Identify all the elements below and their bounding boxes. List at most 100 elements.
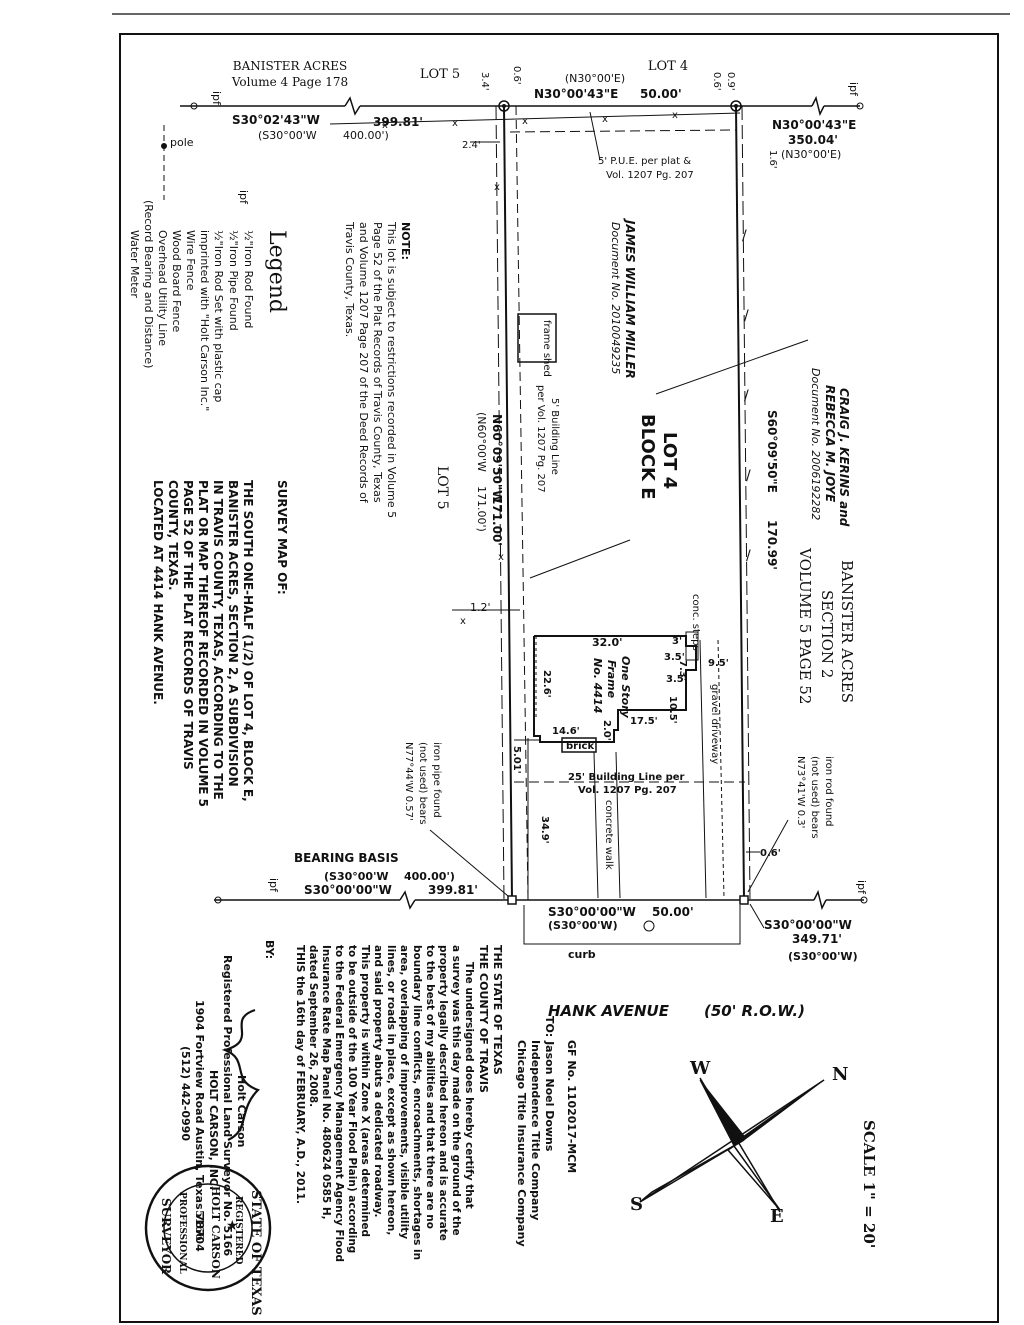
iron-rod-set-marker xyxy=(739,895,749,905)
svg-text:(not used) bears: (not used) bears xyxy=(809,756,820,839)
svg-text:COUNTY, TEXAS.: COUNTY, TEXAS. xyxy=(166,480,180,591)
certificate-block: GF No. 1102017-MCM TO: Jason Noel Downs … xyxy=(179,940,578,1262)
lot-east-line xyxy=(735,105,745,901)
bldg-line-side-2: per Vol. 1207 Pg. 207 xyxy=(535,385,546,493)
brick-label: brick xyxy=(566,741,594,752)
break-symbol xyxy=(811,95,825,117)
svg-text:TO: Jason Noel Downs: TO: Jason Noel Downs xyxy=(543,1016,556,1152)
svg-text:iron rod found: iron rod found xyxy=(823,756,834,827)
dim-1-6: 1.6' xyxy=(767,150,778,169)
svg-text:/: / xyxy=(744,388,749,404)
svg-text:dated September 26, 2008.: dated September 26, 2008. xyxy=(307,945,319,1107)
east-owner: CRAIG J. KERINS and xyxy=(837,388,851,527)
svg-text:10.5': 10.5' xyxy=(667,696,678,724)
svg-text:x: x xyxy=(522,116,528,127)
svg-text:Independence Title Company: Independence Title Company xyxy=(529,1040,542,1220)
scale-label: SCALE 1" = 20' xyxy=(860,1120,878,1248)
east-owner-2: REBECCA M. JOYE xyxy=(823,385,837,503)
svg-text:x: x xyxy=(494,182,500,193)
svg-text:34.9': 34.9' xyxy=(539,816,550,844)
svg-text:x: x xyxy=(672,110,678,121)
svg-text:/: / xyxy=(744,308,749,324)
bldg-line-side-1: 5' Building Line xyxy=(549,398,560,475)
house-label: One Story xyxy=(619,656,632,719)
svg-text:0.6': 0.6' xyxy=(760,848,781,859)
svg-text:This lot is subject to restric: This lot is subject to restrictions reco… xyxy=(385,221,398,518)
pue-line xyxy=(509,129,737,133)
svg-text:REGISTERED: REGISTERED xyxy=(233,1196,243,1265)
svg-text:(S30°00'W: (S30°00'W xyxy=(324,870,389,883)
legend-ipf: ipf xyxy=(237,190,250,205)
right-dist: 350.04' xyxy=(788,133,838,147)
curb-line xyxy=(523,905,741,945)
street-row: (50' R.O.W.) xyxy=(704,1002,805,1020)
svg-text:iron pipe found: iron pipe found xyxy=(431,742,442,818)
legend-item: Overhead Utility Line xyxy=(156,230,169,346)
svg-text:x: x xyxy=(452,118,458,129)
svg-text:N73°41'W 0.3': N73°41'W 0.3' xyxy=(795,756,806,828)
svg-text:x: x xyxy=(460,616,466,627)
front-bearing: S30°00'00"W xyxy=(548,905,636,919)
street-name: HANK AVENUE xyxy=(548,1002,670,1020)
west-dist: 171.00' xyxy=(490,496,504,546)
legend-title: Legend xyxy=(264,230,289,313)
svg-text:Registered Professional Land S: Registered Professional Land Surveyor No… xyxy=(221,955,234,1256)
house-outline xyxy=(533,635,697,743)
frame-shed-label: frame shed xyxy=(541,320,552,377)
subdivision-block: BANISTER ACRES SECTION 2 VOLUME 5 PAGE 5… xyxy=(796,547,856,704)
gravel-driveway-label: gravel driveway xyxy=(709,684,720,764)
svg-text:property legally described her: property legally described hereon and is… xyxy=(437,945,449,1241)
owner-labels: JAMES WILLIAM MILLER Document No. 201004… xyxy=(609,218,851,527)
iron-rod-set-marker xyxy=(507,895,517,905)
svg-text:STATE OF TEXAS: STATE OF TEXAS xyxy=(248,1190,263,1316)
west-record: (N60°00'W xyxy=(475,412,488,472)
svg-text:ipf: ipf xyxy=(855,880,868,895)
svg-text:1904 Fortview Road Austin, Tex: 1904 Fortview Road Austin, Texas 78704 xyxy=(193,1000,206,1252)
svg-text:/: / xyxy=(746,468,751,484)
wire-fence-top xyxy=(329,112,741,125)
svg-text:x: x xyxy=(498,552,504,563)
legend-block: Legend ½"Iron Rod Found ½"Iron Pipe Foun… xyxy=(128,136,289,411)
survey-map-description: SURVEY MAP OF: THE SOUTH ONE-HALF (1/2) … xyxy=(151,480,289,807)
svg-text:SURVEY MAP OF:: SURVEY MAP OF: xyxy=(275,480,289,595)
lot4-top-label: LOT 4 xyxy=(648,59,688,74)
lot-label: LOT 4 xyxy=(659,432,680,489)
svg-text:HOLT CARSON, INC.: HOLT CARSON, INC. xyxy=(207,1070,220,1190)
svg-text:3.5': 3.5' xyxy=(666,674,687,685)
legend-pole: pole xyxy=(170,136,194,149)
svg-text:x: x xyxy=(382,120,388,131)
svg-text:400.00'): 400.00') xyxy=(404,870,455,883)
lot-labels: LOT 4 BLOCK E LOT 5 5' Building Line per… xyxy=(434,385,779,614)
concrete-walk xyxy=(593,751,599,899)
frame-shed xyxy=(517,313,557,363)
svg-text:(S30°00'W): (S30°00'W) xyxy=(788,950,858,963)
signature xyxy=(221,1008,261,1142)
lot5-top-label: LOT 5 xyxy=(420,67,460,82)
svg-text:boundary line conflicts, encro: boundary line conflicts, encroachments, … xyxy=(411,945,423,1260)
svg-text:THIS the 16th day of FEBRUARY,: THIS the 16th day of FEBRUARY, A.D., 201… xyxy=(294,945,306,1204)
front-dist: 50.00' xyxy=(652,905,694,919)
svg-text:Frame: Frame xyxy=(605,660,618,699)
svg-text:14.6': 14.6' xyxy=(552,726,580,737)
svg-text:to be outside of the 100 Year: to be outside of the 100 Year Flood Plai… xyxy=(346,945,358,1253)
svg-text:to the best of my abilities an: to the best of my abilities and that the… xyxy=(424,945,436,1229)
svg-text:22.6': 22.6' xyxy=(541,670,552,698)
svg-text:LOCATED AT 4414 HANK AVENUE.: LOCATED AT 4414 HANK AVENUE. xyxy=(151,480,165,705)
subdivision-volume: Volume 4 Page 178 xyxy=(231,75,348,89)
svg-text:SECTION 2: SECTION 2 xyxy=(818,590,836,678)
svg-text:The undersigned does hereby ce: The undersigned does hereby certify that xyxy=(463,962,475,1209)
svg-text:25' Building Line per: 25' Building Line per xyxy=(568,772,685,783)
svg-text:Page 52 of the Plat Records of: Page 52 of the Plat Records of Travis Co… xyxy=(371,222,384,503)
west-bearing: N60°09'50"W xyxy=(490,414,504,503)
legend-item: (Record Bearing and Distance) xyxy=(142,200,155,368)
svg-text:★: ★ xyxy=(226,1218,239,1234)
legend-item: Wood Board Fence xyxy=(170,230,183,333)
svg-text:BANISTER ACRES, SECTION 2, A S: BANISTER ACRES, SECTION 2, A SUBDIVISION xyxy=(226,480,240,787)
fence-marks-side: xxx ///// xyxy=(460,182,751,627)
svg-text:THE SOUTH ONE-HALF (1/2) OF LO: THE SOUTH ONE-HALF (1/2) OF LOT 4, BLOCK… xyxy=(241,480,255,802)
ipf-right-top: ipf xyxy=(847,82,860,97)
svg-text:Travis County, Texas.: Travis County, Texas. xyxy=(343,221,356,337)
east-bearing: S60°09'50"E xyxy=(765,410,779,493)
top-bearing: N30°00'43"E xyxy=(534,87,618,101)
svg-text:PROFESSIONAL: PROFESSIONAL xyxy=(177,1192,187,1274)
